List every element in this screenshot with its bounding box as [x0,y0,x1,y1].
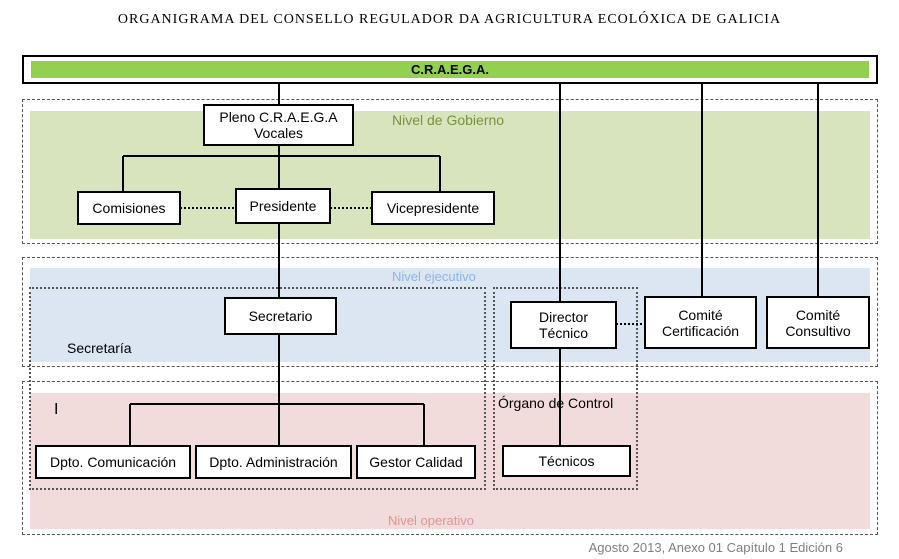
node-vicepresidente: Vicepresidente [371,191,495,225]
node-secretario: Secretario [224,297,337,335]
node-dpto-administracion: Dpto. Administración [195,445,352,479]
diagram-title: ORGANIGRAMA DEL CONSELLO REGULADOR DA AG… [117,12,782,27]
node-presidente: Presidente [235,188,331,224]
frame-gobierno [22,99,878,244]
node-dpto-comunicacion: Dpto. Comunicación [35,445,191,479]
footer-edition: Agosto 2013, Anexo 01 Capítulo 1 Edición… [588,540,843,555]
frame-ejecutivo [22,257,878,367]
craega-bar-fill: C.R.A.E.G.A. [31,61,869,78]
node-comisiones: Comisiones [77,191,181,225]
node-director-tecnico: Director Técnico [510,301,617,349]
text-cursor-mark: I [54,401,59,418]
label-nivel-ejecutivo: Nivel ejecutivo [392,269,476,284]
node-gestor-calidad: Gestor Calidad [356,445,476,479]
node-tecnicos: Técnicos [502,445,631,477]
group-secretaria [29,287,486,490]
frame-operativo [22,381,878,535]
node-comite-certificacion: Comité Certificación [644,296,757,349]
group-organo-control [493,287,638,490]
node-pleno: Pleno C.R.A.E.G.A Vocales [203,104,354,146]
label-organo-control: Órgano de Control [498,395,614,411]
node-comite-consultivo: Comité Consultivo [766,296,870,349]
label-nivel-gobierno: Nivel de Gobierno [392,112,505,128]
craega-bar: C.R.A.E.G.A. [22,55,878,84]
label-nivel-operativo: Nivel operativo [388,513,474,528]
craega-label: C.R.A.E.G.A. [410,62,489,77]
label-secretaria: Secretaría [67,340,132,356]
